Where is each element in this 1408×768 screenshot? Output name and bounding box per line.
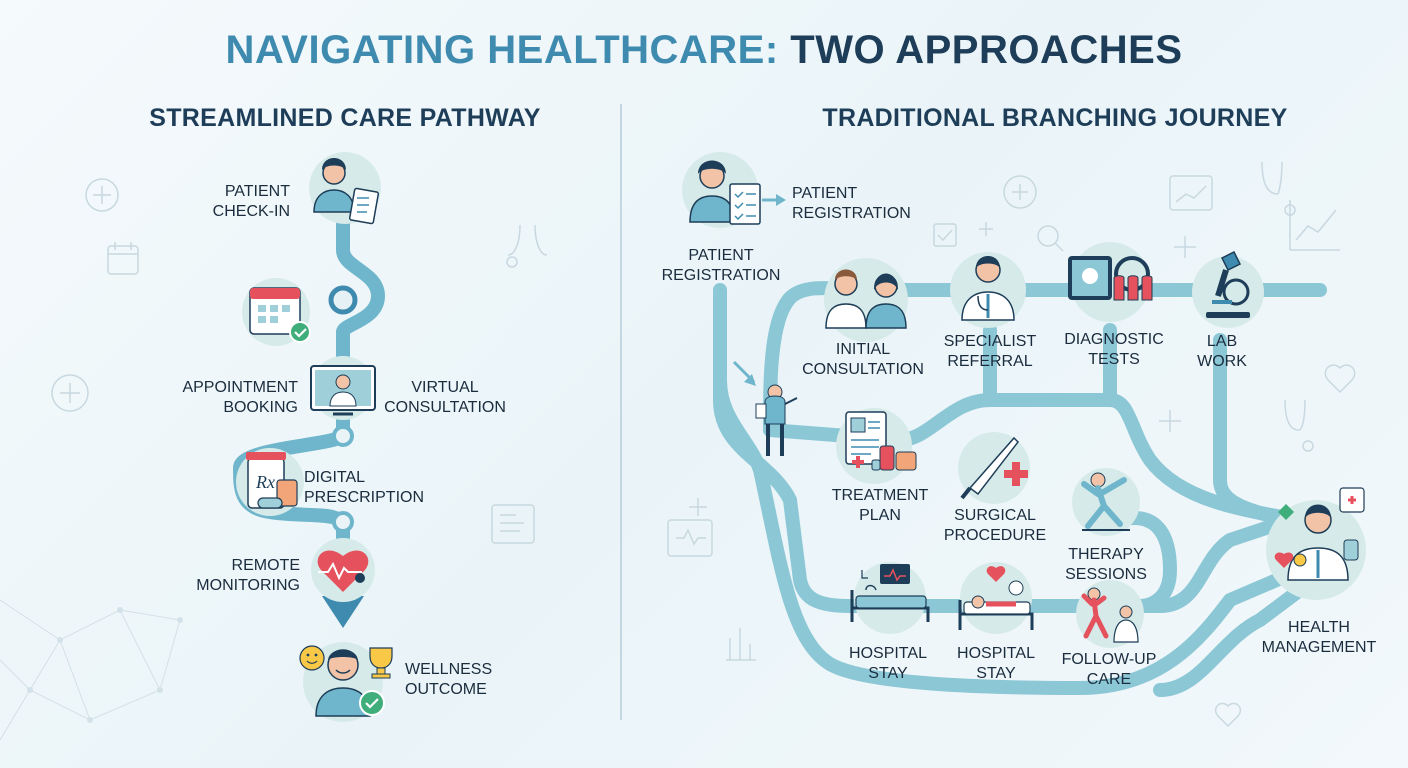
patient-registration-icon (682, 152, 761, 228)
doctor-icon (950, 252, 1026, 328)
heart-outline-icon (1214, 702, 1242, 728)
checklist-icon (933, 223, 957, 247)
search-icon (1037, 225, 1064, 252)
svg-text:Rx: Rx (255, 472, 275, 492)
calendar-check-icon (242, 278, 311, 346)
medical-cross-icon (1174, 236, 1196, 258)
pathway-node (332, 511, 354, 533)
monitor-icon (667, 519, 713, 557)
surgical-procedure-icon (958, 432, 1030, 504)
journey-branch (1213, 333, 1297, 527)
journey-branch (1113, 511, 1177, 613)
title-part-2: TWO APPROACHES (790, 28, 1183, 72)
stethoscope-icon (1284, 399, 1314, 452)
hospital-bed-icon (850, 562, 930, 634)
treatment-plan-icon (836, 408, 917, 484)
diagnostic-tests-icon (1068, 242, 1153, 322)
page-title: NAVIGATING HEALTHCARE: TWO APPROACHES (0, 28, 1408, 73)
calendar-icon (107, 242, 139, 275)
medical-cross-icon (689, 498, 707, 516)
growth-chart-icon (1289, 200, 1340, 251)
pathway-node (332, 425, 354, 447)
network-decoration (0, 599, 183, 741)
medical-cross-icon (1159, 410, 1181, 432)
medical-cross-icon (1003, 175, 1037, 209)
therapy-sessions-icon (1072, 468, 1140, 536)
arrow-down-icon (322, 596, 364, 628)
left-section-heading: STREAMLINED CARE PATHWAY (149, 104, 541, 132)
section-divider (620, 104, 622, 720)
pathway-segment (336, 203, 386, 369)
heart-monitoring-icon (311, 538, 375, 602)
initial-consultation-icon (824, 258, 908, 342)
trophy-icon (369, 647, 393, 679)
prescription-bottle-icon: Rx (236, 448, 304, 516)
hospital-bed-icon (958, 562, 1034, 634)
medical-cross-icon (51, 374, 89, 412)
stethoscope-icon (506, 224, 548, 268)
arrow-right-icon (776, 194, 786, 206)
medical-cross-icon (979, 222, 993, 236)
pathway-node (328, 285, 358, 315)
health-management-icon (1266, 487, 1366, 600)
bar-chart-icon (726, 628, 756, 661)
arrow-icon (744, 374, 756, 386)
smiley-icon (299, 645, 325, 671)
journey-branch (713, 373, 1307, 695)
medical-cross-icon (85, 178, 119, 212)
journey-branch (1153, 583, 1307, 697)
right-section-heading: TRADITIONAL BRANCHING JOURNEY (822, 104, 1288, 132)
patient-standing-icon (755, 384, 798, 456)
stethoscope-icon (1261, 161, 1296, 216)
microscope-icon (1192, 250, 1264, 328)
title-part-1: NAVIGATING HEALTHCARE: (225, 28, 779, 72)
journey-branch (763, 393, 1307, 527)
patient-checkin-icon (309, 152, 381, 225)
prescription-doc-icon (491, 504, 535, 544)
follow-up-care-icon (1076, 580, 1144, 648)
chart-icon (1169, 175, 1213, 211)
virtual-consultation-icon (310, 356, 376, 420)
heart-outline-icon (1324, 364, 1356, 394)
